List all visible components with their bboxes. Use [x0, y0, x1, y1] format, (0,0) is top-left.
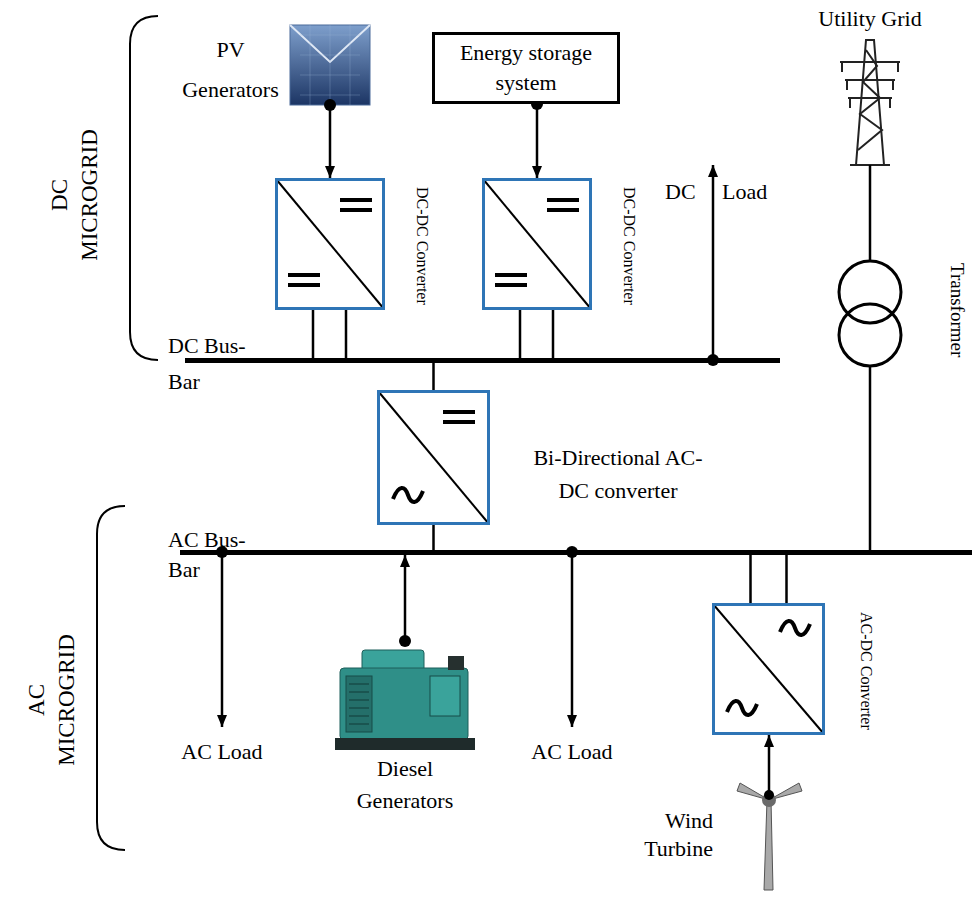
power-connector [768, 735, 771, 795]
ac-symbol [727, 701, 757, 715]
bus-bar: AC Bus-Bar [180, 550, 972, 555]
converter-diagonal [713, 604, 824, 734]
junction-dot [764, 790, 774, 800]
power-connector [869, 366, 872, 550]
tower-insulators [842, 62, 898, 108]
section-bracket [97, 506, 125, 850]
generator-base [335, 738, 475, 750]
tower-legs [856, 40, 884, 165]
dc-symbol [340, 200, 372, 210]
converter-diagonal [276, 179, 384, 309]
wind-turbine-illustration [737, 783, 802, 890]
node-label: Energy storage system [435, 38, 617, 98]
radiator-fins [349, 684, 369, 724]
power-connector [404, 555, 407, 641]
load-arrow [221, 552, 224, 727]
utility-grid: Utility Grid [835, 42, 905, 165]
tower-crossarms [840, 62, 900, 98]
node-label: DC-DC Converter [413, 187, 431, 305]
pv-generator: PV Generators [290, 25, 370, 105]
power-connector [313, 310, 346, 358]
diesel-generator-illustration [335, 635, 475, 750]
node-label: Transformer [946, 263, 968, 357]
junction-dot [399, 635, 411, 647]
converter-box: Bi-Directional AC-DC converter [377, 390, 490, 525]
diesel-generator: Diesel Generators [335, 641, 475, 755]
load-label: AC Load [162, 738, 282, 766]
converter-box: DC-DC Converter [275, 178, 385, 310]
node-label: DC-DC Converter [620, 187, 638, 305]
storage-box: Energy storage system [432, 32, 620, 104]
bus-bar: DC Bus-Bar [185, 358, 780, 363]
node-label: Wind Turbine [613, 807, 713, 863]
section-label: AC MICROGRID [22, 625, 82, 775]
section-bracket [130, 16, 158, 360]
ac-symbol [780, 621, 810, 635]
power-connector [329, 105, 332, 178]
transformer-winding [839, 304, 901, 366]
section-label: DC MICROGRID [45, 120, 105, 270]
tower-base [850, 164, 890, 166]
node-label: Diesel Generators [330, 753, 480, 817]
converter-diagonal [483, 179, 591, 309]
transformer: Transformer [838, 261, 902, 366]
transmission-tower [840, 40, 900, 165]
dc-symbol [288, 275, 320, 285]
load-label: AC Load [512, 738, 632, 766]
node-label: DC Bus-Bar [168, 328, 258, 400]
converter-symbols [276, 179, 824, 734]
control-panel [448, 656, 464, 670]
node-label: Utility Grid [795, 6, 945, 32]
load-label: DC Load [665, 178, 767, 206]
node-label: Bi-Directional AC-DC converter [520, 441, 716, 507]
ac-symbol [393, 488, 423, 502]
alternator [430, 676, 460, 716]
load-arrow [571, 552, 574, 727]
node-label: PV Generators [178, 30, 283, 110]
tower-bracing [858, 50, 882, 150]
dc-symbol [495, 275, 527, 285]
dc-symbol [547, 200, 579, 210]
converter-box: AC-DC Converter [712, 603, 825, 735]
power-connector [751, 555, 787, 603]
converter-box: DC-DC Converter [482, 178, 592, 310]
generator-body [340, 668, 468, 740]
wind-turbine: Wind Turbine [738, 795, 800, 890]
turbine-blade [764, 800, 773, 890]
converter-diagonal [378, 391, 489, 524]
junction-dot [324, 99, 336, 111]
pv-cell-grid [300, 25, 360, 105]
power-connector [520, 310, 553, 358]
radiator [346, 676, 372, 732]
power-connector [432, 363, 435, 390]
dc-symbol [443, 412, 475, 422]
power-connector [432, 525, 435, 550]
power-connector [869, 165, 872, 261]
pv-panel [290, 25, 370, 105]
power-connector [536, 104, 539, 178]
node-label: AC Bus-Bar [168, 525, 253, 585]
node-label: AC-DC Converter [857, 612, 875, 730]
